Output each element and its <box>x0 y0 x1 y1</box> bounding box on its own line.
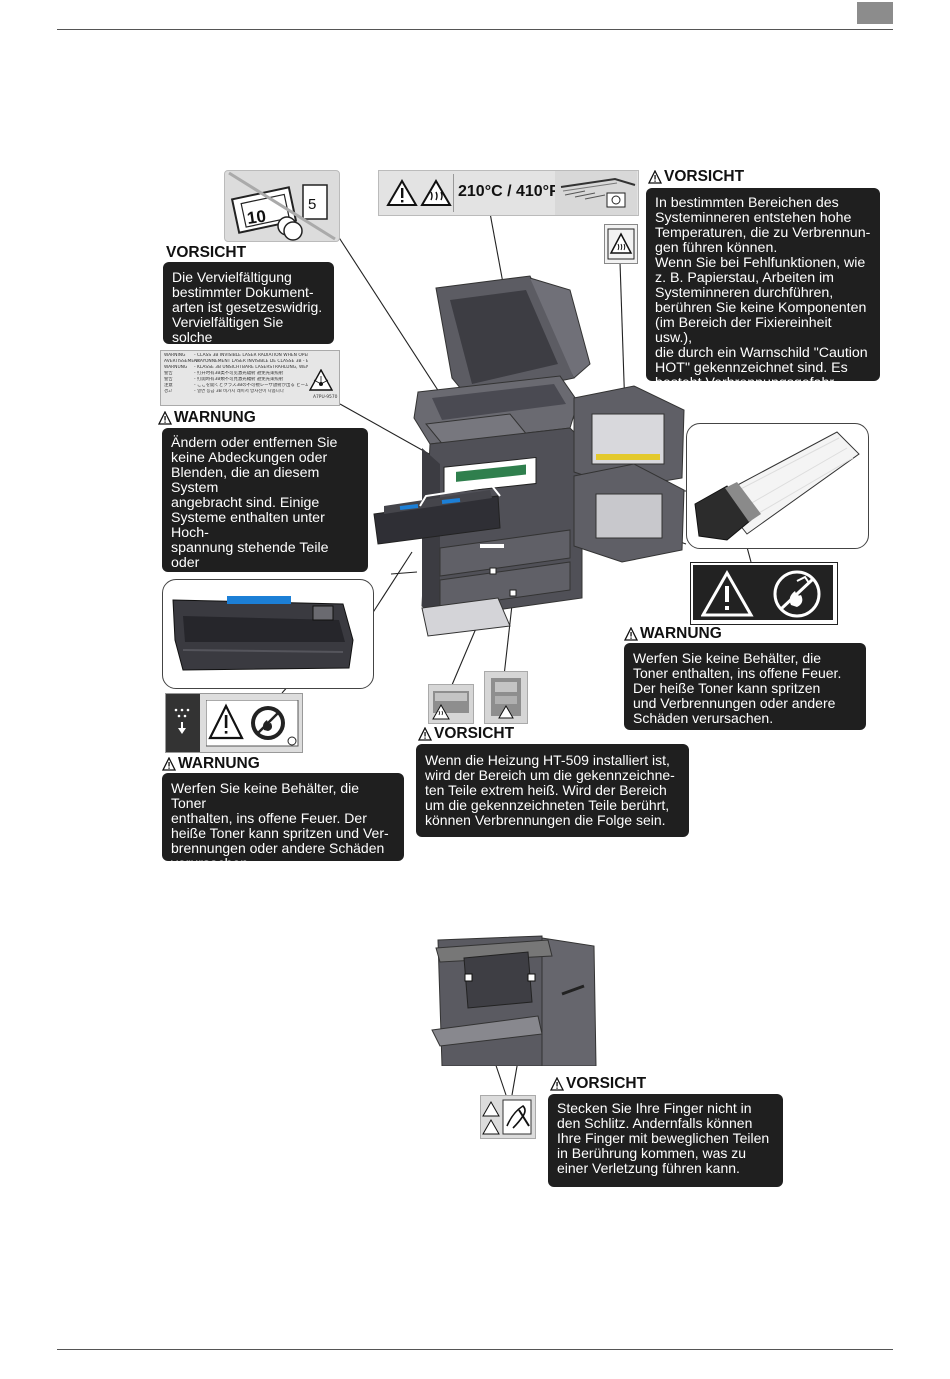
laser-label-row: 警告 - 打開時有3B類不可見激光輻射 避免光束照射 <box>164 377 308 383</box>
toner-cartridge-drawing <box>694 431 860 541</box>
label-covers: Ändern oder entfernen Sie keine Abdeckun… <box>162 428 368 631</box>
footer-rule <box>57 1349 893 1350</box>
no-money-copy-icon: 10 5 <box>224 170 340 242</box>
laser-label-row-tag: WARNUNG <box>164 365 188 370</box>
warning-triangle-icon <box>162 757 176 771</box>
laser-label-row-text: - ここを開くとクラス3Bの不可視レーザ放射が出る ビームの被ばくを避けること <box>194 383 308 388</box>
toner-fire-icon <box>701 569 821 618</box>
laser-label-rows: WARNING - CLASS 3B INVISIBLE LASER RADIAT… <box>164 353 308 395</box>
laser-label-row: AVERTISSEMENT- RAYONNEMENT LASER INVISIB… <box>164 359 308 365</box>
laser-icon <box>309 369 333 391</box>
toner-cartridge-callout <box>686 423 869 549</box>
header-rule <box>57 29 893 30</box>
fuser-detail-drawing <box>555 171 637 215</box>
warning-triangle-icon <box>624 627 638 641</box>
laser-label-row-text: - 打开时有3B类不可见激光辐射 避免光束照射 <box>194 371 284 376</box>
laser-warning-label: WARNING - CLASS 3B INVISIBLE LASER RADIAT… <box>160 350 340 406</box>
laser-label-row-text: - 열면 등급 3B 비가시 레이저 방사선이 나옵니다 <box>194 389 284 394</box>
heading-warnung-covers: WARNUNG <box>158 409 256 427</box>
laser-label-row-text: - 打開時有3B類不可見激光輻射 避免光束照射 <box>194 377 284 382</box>
warning-triangle-icon <box>418 727 432 741</box>
label-toner-left: Werfen Sie keine Behälter, die Toner ent… <box>162 773 404 871</box>
laser-label-row: 注意 - ここを開くとクラス3Bの不可視レーザ放射が出る ビームの被ばくを避けるこ… <box>164 383 308 389</box>
heading-warnung-toner-left: WARNUNG <box>162 755 260 773</box>
temperature-label: 210°C / 410°F <box>378 170 639 216</box>
heading-warnung-toner-right: WARNUNG <box>624 625 722 643</box>
laser-label-row-tag: 注意 <box>164 383 173 388</box>
laser-label-row: 경고 - 열면 등급 3B 비가시 레이저 방사선이 나옵니다 <box>164 389 308 395</box>
laser-label-code: A7PU-9570 <box>313 395 338 400</box>
imaging-unit-sticker <box>165 693 303 753</box>
imaging-unit-drawing <box>172 596 354 671</box>
finger-pinch-icon <box>480 1095 536 1139</box>
laser-label-row: WARNUNG - KLASSE 3B UNSICHTBARE LASERSTRA… <box>164 365 308 371</box>
toner-fire-warning-sticker <box>690 562 838 625</box>
warning-hot-icons <box>386 179 452 206</box>
mfp-machine-illustration <box>373 275 685 637</box>
heading-vorsicht-copy: VORSICHT <box>166 244 247 261</box>
label-hot-parts: In bestimmten Bereichen des Systeminnere… <box>646 188 880 391</box>
laser-label-row-tag: 경고 <box>164 389 173 394</box>
warning-triangle-icon <box>158 411 172 425</box>
heading-vorsicht-finger: VORSICHT <box>550 1075 646 1093</box>
heater-sticker-2 <box>484 671 528 724</box>
laser-label-row-tag: AVERTISSEMENT <box>164 359 201 364</box>
laser-label-row: 警告 - 打开时有3B类不可见激光辐射 避免光束照射 <box>164 371 308 377</box>
stamp-sample-right: 5 <box>308 196 316 213</box>
laser-label-row: WARNING - CLASS 3B INVISIBLE LASER RADIAT… <box>164 353 308 359</box>
warning-triangle-icon <box>648 170 662 184</box>
temperature-text: 210°C / 410°F <box>458 183 559 200</box>
heater-sticker-1 <box>428 684 474 724</box>
heading-vorsicht-heater: VORSICHT <box>418 725 514 743</box>
toner-fire-icon <box>206 700 299 747</box>
laser-label-row-tag: WARNING <box>164 353 186 358</box>
imaging-unit-callout <box>162 579 374 689</box>
stamp-sample-left: 10 <box>246 207 267 228</box>
laser-label-row-text: - CLASS 3B INVISIBLE LASER RADIATION WHE… <box>194 353 308 358</box>
laser-label-row-tag: 警告 <box>164 377 173 382</box>
laser-label-row-text: - KLASSE 3B UNSICHTBARE LASERSTRAHLUNG, … <box>194 365 308 370</box>
heading-vorsicht-hot: VORSICHT <box>648 168 744 186</box>
label-toner-right: Werfen Sie keine Behälter, die Toner ent… <box>624 643 866 730</box>
label-heater: Wenn die Heizung HT-509 installiert ist,… <box>416 744 689 837</box>
label-copy-illegal: Die Vervielfältigung bestimmter Dokument… <box>163 262 334 360</box>
warning-triangle-icon <box>550 1077 564 1091</box>
laser-label-row-text: - RAYONNEMENT LASER INVISIBLE DE CLASSE … <box>194 359 308 364</box>
finisher-illustration <box>431 935 597 1066</box>
laser-label-row-tag: 警告 <box>164 371 173 376</box>
hot-surface-icon <box>604 224 638 264</box>
page-corner-tab <box>857 2 893 24</box>
label-finger: Stecken Sie Ihre Finger nicht in den Sch… <box>548 1094 783 1187</box>
